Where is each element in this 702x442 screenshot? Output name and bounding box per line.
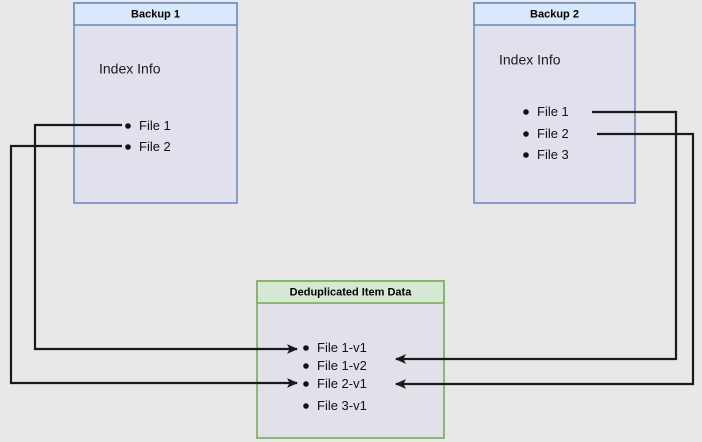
backup2-box[interactable]: Backup 2 Index Info File 1 File 2 File 3 [473, 2, 636, 204]
dedup-header [256, 280, 445, 304]
bullet-icon [303, 345, 309, 351]
connector-backup2-file1-to-dedup-file1v2 [395, 110, 678, 364]
dedup-item-1: File 1-v2 [317, 358, 367, 373]
bullet-icon [303, 403, 309, 409]
backup1-index-info-label: Index Info [99, 61, 161, 77]
backup2-title: Backup 2 [530, 8, 579, 20]
connector-backup1-file2-to-dedup-file2v1 [9, 144, 298, 388]
backup1-file-list: File 1 File 2 [125, 118, 171, 154]
backup1-header [73, 2, 238, 26]
bullet-icon [125, 123, 131, 129]
bullet-icon [303, 381, 309, 387]
bullet-icon [523, 152, 529, 158]
dedup-item-2: File 2-v1 [317, 376, 367, 391]
backup1-title: Backup 1 [131, 8, 180, 20]
dedup-item-3: File 3-v1 [317, 398, 367, 413]
backup2-item-0: File 1 [537, 104, 569, 119]
backup1-item-0: File 1 [139, 118, 171, 133]
backup1-body [73, 2, 238, 204]
bullet-icon [303, 363, 309, 369]
dedup-title: Deduplicated Item Data [290, 286, 413, 298]
dedup-item-0: File 1-v1 [317, 340, 367, 355]
backup1-box[interactable]: Backup 1 Index Info File 1 File 2 [73, 2, 238, 204]
bullet-icon [523, 109, 529, 115]
backup2-item-2: File 3 [537, 147, 569, 162]
dedup-file-list: File 1-v1 File 1-v2 File 2-v1 File 3-v1 [303, 340, 367, 413]
backup2-header [473, 2, 636, 26]
backup2-file-list: File 1 File 2 File 3 [523, 104, 569, 162]
connector-backup2-file2-to-dedup-file2v1 [395, 132, 695, 389]
connector-backup1-file1-to-dedup-file1v1 [33, 123, 298, 354]
backup1-item-1: File 2 [139, 139, 171, 154]
backup2-item-1: File 2 [537, 126, 569, 141]
bullet-icon [125, 144, 131, 150]
backup2-index-info-label: Index Info [499, 52, 561, 68]
bullet-icon [523, 131, 529, 137]
